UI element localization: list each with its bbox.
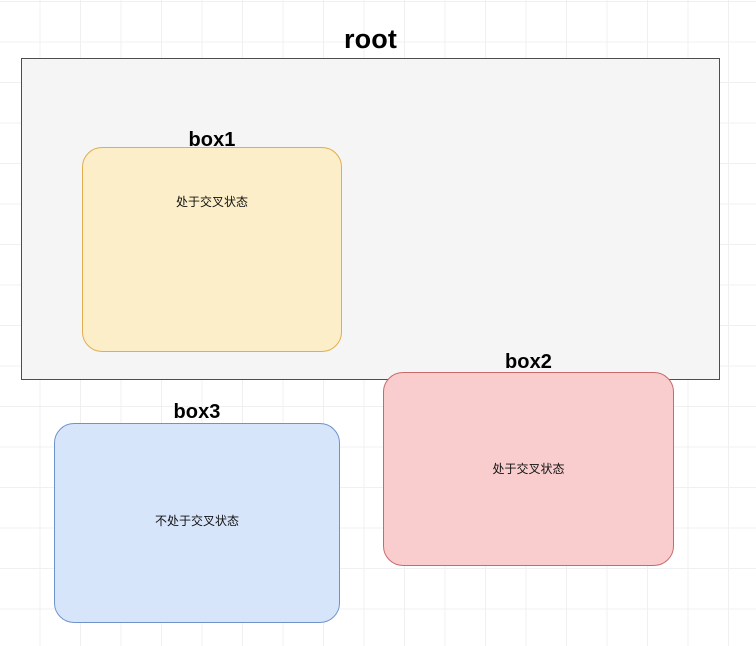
box2-rect[interactable]: 处于交叉状态 [383,372,674,566]
box3-status-text: 不处于交叉状态 [154,514,239,528]
box2-status-text: 处于交叉状态 [492,462,565,476]
root-label: root [344,24,397,54]
box1-label: box1 [188,129,236,151]
box2-label: box2 [504,351,553,373]
box3-rect[interactable]: 不处于交叉状态 [54,423,340,623]
box1-rect[interactable]: 处于交叉状态 [82,147,342,352]
box3-label: box3 [173,401,221,423]
box1-status-text: 处于交叉状态 [175,194,248,209]
